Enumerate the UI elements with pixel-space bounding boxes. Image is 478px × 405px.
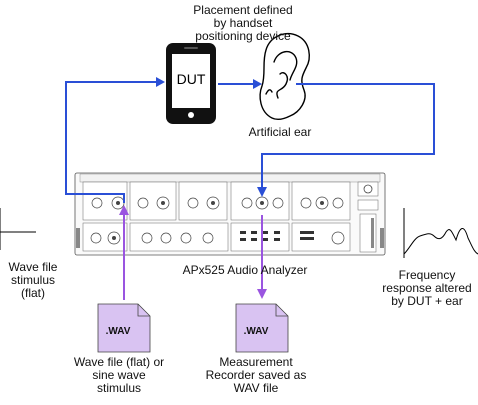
wav-source-file-icon xyxy=(97,303,151,353)
recorder-arrowhead xyxy=(257,289,267,299)
flat-stimulus-waveform xyxy=(0,208,36,250)
wav-recorder-file-icon xyxy=(235,303,289,353)
phone-dut xyxy=(166,43,216,124)
file-paths xyxy=(119,205,267,300)
ear-arrowhead xyxy=(253,79,262,89)
phone-dut-label: DUT xyxy=(177,71,206,87)
output-to-dut-line xyxy=(65,81,158,203)
source-arrowhead xyxy=(119,205,129,215)
wav-source-label: Wave file (flat) or sine wave stimulus xyxy=(73,355,165,395)
placement-label: Placement defined by handset positioning… xyxy=(193,3,293,43)
analyzer-label: APx525 Audio Analyzer xyxy=(182,263,308,277)
wave-stimulus-label: Wave file stimulus (flat) xyxy=(8,260,58,300)
analyzer-panel xyxy=(74,172,386,256)
frequency-response-curve xyxy=(403,208,478,258)
wav-recorder-file-ext: .WAV xyxy=(244,326,269,337)
input-arrowhead xyxy=(257,187,267,197)
dut-arrowhead xyxy=(156,77,165,87)
artificial-ear-icon xyxy=(259,32,310,121)
artificial-ear-label: Artificial ear xyxy=(248,125,312,139)
signal-paths xyxy=(65,77,435,203)
frequency-response-label: Frequency response altered by DUT + ear xyxy=(382,268,472,308)
wav-source-file-ext: .WAV xyxy=(106,326,131,337)
wav-recorder-label: Measurement Recorder saved as WAV file xyxy=(205,355,307,395)
ear-to-input-line xyxy=(261,83,435,188)
